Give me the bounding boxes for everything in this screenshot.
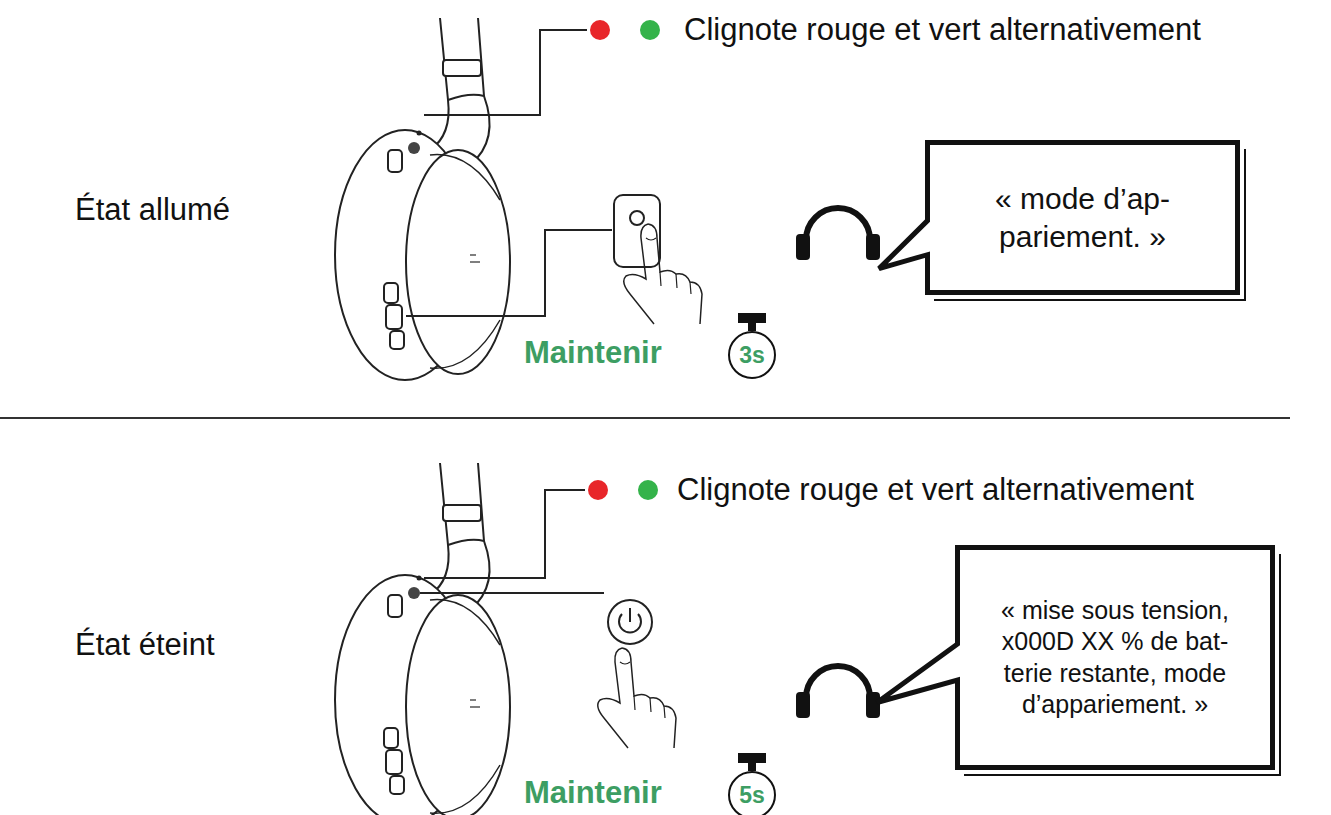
state-label: État éteint [75, 626, 215, 663]
pressing-hand [598, 648, 676, 748]
red-led-dot [590, 20, 610, 40]
led-status-text: Clignote rouge et vert alternativement [677, 471, 1194, 508]
leader-line [424, 30, 587, 115]
headphone-earcup [335, 463, 510, 815]
power-button-symbol [608, 600, 652, 644]
stopwatch-symbol [729, 753, 775, 815]
bubble-text: « mise sous tension, x000D XX % de bat- … [977, 595, 1253, 720]
duration-value: 3s [739, 342, 765, 370]
red-led-dot [588, 480, 608, 500]
bubble-outline [955, 545, 1275, 770]
bubble-outline [877, 548, 1273, 768]
hold-instruction: Maintenir [524, 334, 662, 371]
leader-line [424, 490, 585, 578]
button-symbol [630, 211, 644, 225]
pressing-hand [624, 224, 702, 324]
green-led-dot [638, 480, 658, 500]
button-symbol [614, 195, 660, 267]
power-icon [629, 608, 631, 622]
headphone-icon [796, 666, 880, 718]
bubble-text: « mode d’ap- pariement. » [965, 180, 1200, 255]
led-status-text: Clignote rouge et vert alternativement [684, 11, 1201, 48]
divider-line [0, 417, 1290, 419]
state-label: État allumé [75, 191, 230, 228]
speech-bubble: « mise sous tension, x000D XX % de bat- … [955, 545, 1275, 770]
headphone-earcup [335, 18, 510, 380]
hold-instruction: Maintenir [524, 774, 662, 811]
headphone-icon [796, 208, 880, 260]
speech-bubble: « mode d’ap- pariement. » [925, 140, 1240, 295]
leader-line [420, 592, 604, 594]
duration-value: 5s [739, 782, 765, 810]
leader-line [406, 230, 612, 316]
bubble-outline [879, 143, 1238, 293]
stopwatch-symbol [729, 313, 775, 378]
green-led-dot [640, 20, 660, 40]
bubble-outline [925, 140, 1240, 295]
